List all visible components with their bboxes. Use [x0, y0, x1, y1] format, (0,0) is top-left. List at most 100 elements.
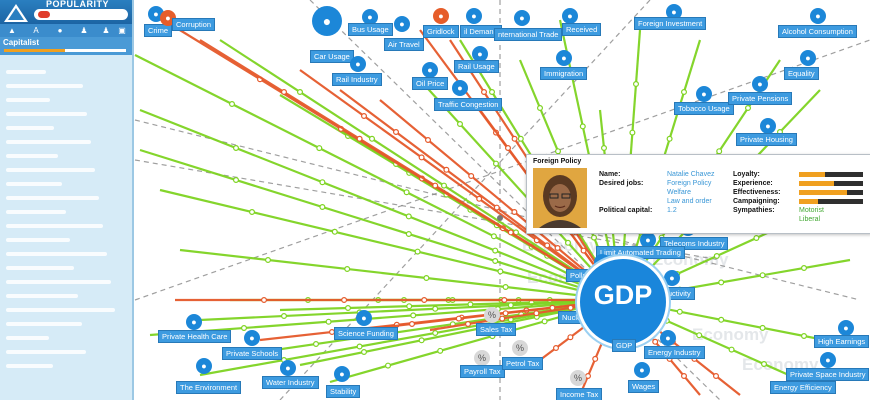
link-arrow: [536, 104, 543, 111]
link-arrow: [759, 272, 766, 279]
link-arrow: [344, 266, 351, 273]
received-label: Received: [562, 23, 602, 36]
voter-group-row-blurred: [6, 210, 66, 214]
link-arrow: [511, 209, 518, 216]
voter-group-row-blurred: [6, 364, 53, 368]
link-arrow: [492, 258, 499, 265]
link-arrow: [652, 338, 659, 345]
payroll-tax-icon: %: [474, 350, 490, 366]
private-pensions-label: Private Pensions: [728, 92, 793, 105]
people-icon[interactable]: ♟: [80, 26, 88, 35]
people-large-icon[interactable]: ♟: [102, 26, 110, 35]
link-arrow: [744, 104, 751, 111]
link-arrow: [713, 253, 720, 260]
link-arrow: [800, 333, 807, 340]
sidebar-toolbar: [0, 24, 132, 37]
link-arrow: [476, 195, 483, 202]
foreign-investment-icon: ●: [666, 4, 682, 20]
link-arrow: [441, 182, 448, 189]
positive-link: [199, 298, 621, 322]
link-arrow: [493, 160, 500, 167]
traffic-congestion-icon: ●: [452, 80, 468, 96]
alcohol-consumption-icon: ●: [810, 8, 826, 24]
positive-link: [134, 54, 621, 301]
desired-jobs-label: Desired jobs:: [599, 180, 644, 187]
link-arrow: [497, 268, 504, 275]
effectiveness-fill: [799, 190, 847, 195]
voter-group-row-blurred: [6, 112, 87, 116]
rail-usage-icon: ●: [472, 46, 488, 62]
car-usage-icon: ●: [312, 6, 342, 36]
voter-group-row-blurred: [6, 196, 99, 200]
link-arrow: [325, 318, 332, 325]
loyalty-label: Loyalty:: [733, 171, 760, 178]
voter-group-row-blurred: [6, 336, 49, 340]
settings-icon[interactable]: ▣: [118, 26, 126, 35]
alpha-sort-icon[interactable]: A: [33, 26, 39, 35]
gdp-label[interactable]: GDP: [612, 339, 637, 352]
link-arrow: [632, 80, 639, 87]
link-arrow: [443, 166, 450, 173]
positive-link: [219, 39, 621, 301]
link-arrow: [405, 213, 412, 220]
energy-industry-label: Energy Industry: [644, 346, 705, 359]
private-space-industry-label: Private Space Industry: [786, 368, 870, 381]
negative-link: [379, 99, 621, 301]
link-arrow: [361, 349, 368, 356]
link-arrow: [501, 297, 508, 304]
income-tax-icon: %: [570, 370, 586, 386]
voter-group-row-blurred: [6, 238, 70, 242]
private-health-care-label: Private Health Care: [158, 330, 232, 343]
international-trade-icon: ●: [514, 10, 530, 26]
link-arrow: [281, 313, 288, 320]
alcohol-consumption-label: Alcohol Consumption: [778, 25, 857, 38]
link-arrow: [465, 321, 472, 328]
minister-name: Natalie Chavez: [667, 171, 715, 178]
voter-group-row-blurred: [6, 140, 91, 144]
oil-price-icon: ●: [422, 62, 438, 78]
link-arrow: [676, 308, 683, 315]
bus-usage-icon: ●: [362, 9, 378, 25]
group-icon[interactable]: ●: [57, 26, 63, 35]
negative-link: [199, 39, 621, 301]
link-arrow: [564, 239, 571, 246]
voter-group-row-blurred: [6, 224, 103, 228]
voter-group-row-blurred: [6, 84, 83, 88]
high-earnings-label: High Earnings: [814, 335, 870, 348]
private-housing-label: Private Housing: [736, 133, 797, 146]
stability-icon: ●: [334, 366, 350, 382]
positive-link: [139, 148, 621, 302]
link-arrow: [507, 229, 514, 236]
link-arrow: [517, 135, 524, 142]
link-arrow: [249, 209, 256, 216]
link-arrow: [418, 337, 425, 344]
link-arrow: [229, 100, 236, 107]
link-arrow: [753, 235, 760, 242]
tooltip-title: Foreign Policy: [533, 158, 582, 165]
sales-tax-label: Sales Tax: [476, 323, 517, 336]
popularity-indicator: [38, 11, 50, 18]
link-arrow: [716, 148, 723, 155]
campaigning-fill: [799, 199, 819, 204]
link-arrow: [728, 346, 735, 353]
political-capital-label: Political capital:: [599, 207, 653, 214]
private-pensions-icon: ●: [752, 76, 768, 92]
link-arrow: [356, 135, 363, 142]
voter-group-row-blurred: [6, 294, 78, 298]
positive-link: [179, 248, 621, 302]
foreign-investment-label: Foreign Investment: [634, 17, 707, 30]
democracy-logo: [4, 4, 28, 22]
link-arrow: [265, 257, 272, 264]
minister-portrait: [533, 168, 587, 228]
link-arrow: [369, 135, 376, 142]
desired-job: Law and order: [667, 198, 712, 205]
sort-icon[interactable]: ▲: [8, 26, 16, 35]
link-arrow: [499, 315, 506, 322]
rail-usage-label: Rail Usage: [454, 60, 499, 73]
voter-group-row-blurred: [6, 266, 74, 270]
voter-group-row-blurred: [6, 98, 50, 102]
campaigning-bar: [799, 199, 863, 204]
voter-group-bar: [4, 49, 126, 52]
link-arrow: [507, 302, 514, 309]
voter-group-row-blurred: [6, 350, 86, 354]
